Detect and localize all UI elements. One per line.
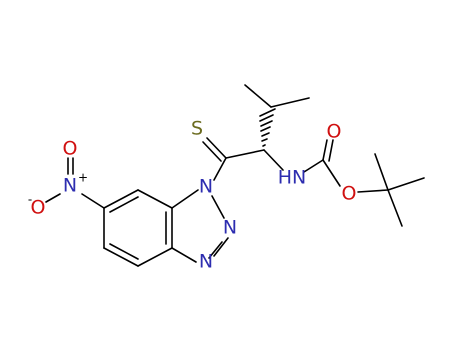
bond (387, 177, 425, 191)
triazole-n2-label: N (223, 217, 237, 239)
bond (387, 189, 403, 227)
bond (171, 247, 197, 263)
nh-atom-label: HN (278, 167, 307, 189)
bond (202, 141, 222, 162)
hash-line (262, 144, 266, 147)
bond (109, 196, 139, 213)
nitro-n-label: N (63, 175, 77, 197)
bond (103, 247, 139, 267)
bond (137, 247, 173, 267)
bond-layer (45, 84, 425, 267)
bond (213, 237, 229, 257)
bond (206, 137, 227, 159)
bond (211, 195, 225, 219)
bond (328, 139, 334, 162)
bond (374, 153, 389, 191)
bond (109, 243, 139, 260)
nitro-o-top-label: O (63, 138, 78, 160)
bond (303, 159, 324, 173)
bond (103, 189, 139, 209)
bond (208, 241, 223, 259)
carbonyl-o-label: O (327, 121, 342, 143)
bond (322, 159, 341, 187)
nitro-o-bottom-label: O (31, 197, 46, 219)
bond (213, 157, 227, 181)
sulfur-atom-label: S (191, 118, 203, 140)
bond (45, 193, 61, 203)
bond (270, 97, 310, 108)
nitro-plus-charge: + (78, 171, 88, 185)
triazole-n3-label: N (199, 251, 213, 273)
hash-line (261, 138, 268, 142)
hash-line (259, 114, 274, 122)
bond (81, 193, 105, 209)
hash-line (260, 126, 271, 132)
bond (357, 189, 389, 193)
bond (225, 149, 265, 159)
nitro-o-minus-charge: - (28, 193, 32, 207)
bond (137, 189, 173, 209)
hash-line (260, 120, 273, 127)
atom-label-layer: S HN N N N N + O O - O O (28, 118, 357, 273)
stereo-hash-wedge (259, 108, 276, 147)
hash-line (261, 132, 270, 137)
hash-line (259, 108, 276, 117)
bond (322, 139, 328, 161)
bond (171, 189, 199, 209)
triazole-n1-label: N (199, 176, 213, 198)
bond (263, 149, 284, 171)
ester-o-label: O (342, 183, 357, 205)
bond (244, 84, 272, 108)
